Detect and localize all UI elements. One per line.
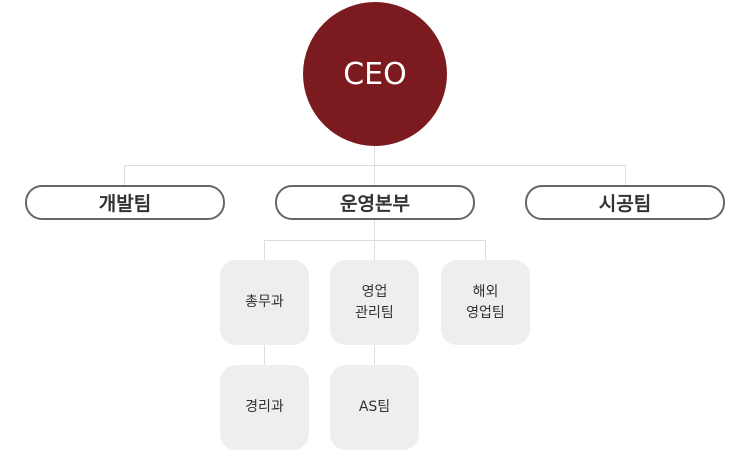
team-as: AS팀 bbox=[330, 365, 419, 450]
connector-ops-down bbox=[374, 218, 375, 260]
connector-dev bbox=[124, 165, 125, 186]
team-general-affairs: 총무과 bbox=[220, 260, 309, 345]
dept-development: 개발팀 bbox=[25, 185, 225, 220]
team-accounting: 경리과 bbox=[220, 365, 309, 450]
team-overseas-sales: 해외 영업팀 bbox=[441, 260, 530, 345]
team-sales-management: 영업 관리팀 bbox=[330, 260, 419, 345]
connector-accounting bbox=[264, 345, 265, 365]
connector-general bbox=[264, 240, 265, 260]
dept-operations: 운영본부 bbox=[275, 185, 475, 220]
dept-construction: 시공팀 bbox=[525, 185, 725, 220]
connector-teams bbox=[264, 240, 486, 241]
connector-construction bbox=[625, 165, 626, 186]
connector-as bbox=[374, 345, 375, 365]
ceo-node: CEO bbox=[303, 2, 447, 146]
connector-departments bbox=[124, 165, 626, 166]
connector-overseas bbox=[485, 240, 486, 260]
connector-ceo-down bbox=[374, 146, 375, 186]
